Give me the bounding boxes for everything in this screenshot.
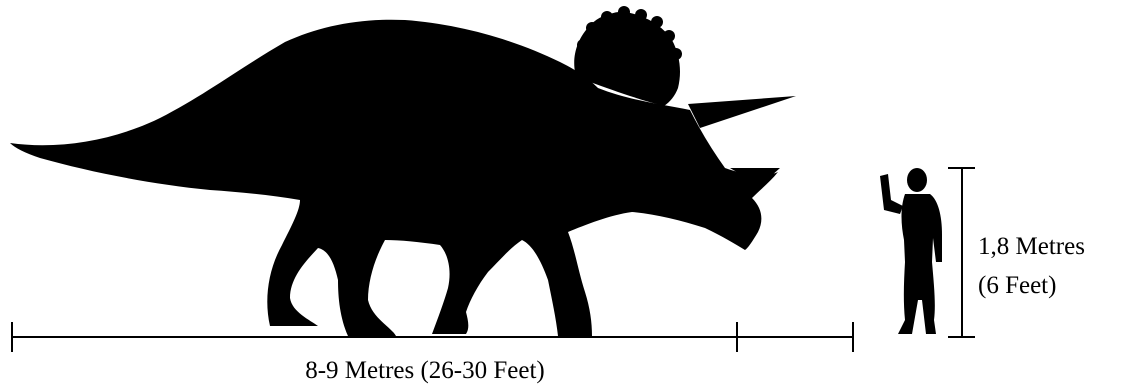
dino-length-scale: [12, 322, 853, 352]
dino-length-label: 8-9 Metres (26-30 Feet): [305, 357, 545, 384]
human-height-label-metres: 1,8 Metres: [978, 233, 1085, 260]
triceratops-silhouette: [10, 6, 796, 336]
human-height-scale: [948, 168, 975, 337]
human-silhouette: [880, 168, 942, 334]
human-height-label-feet: (6 Feet): [978, 272, 1056, 299]
